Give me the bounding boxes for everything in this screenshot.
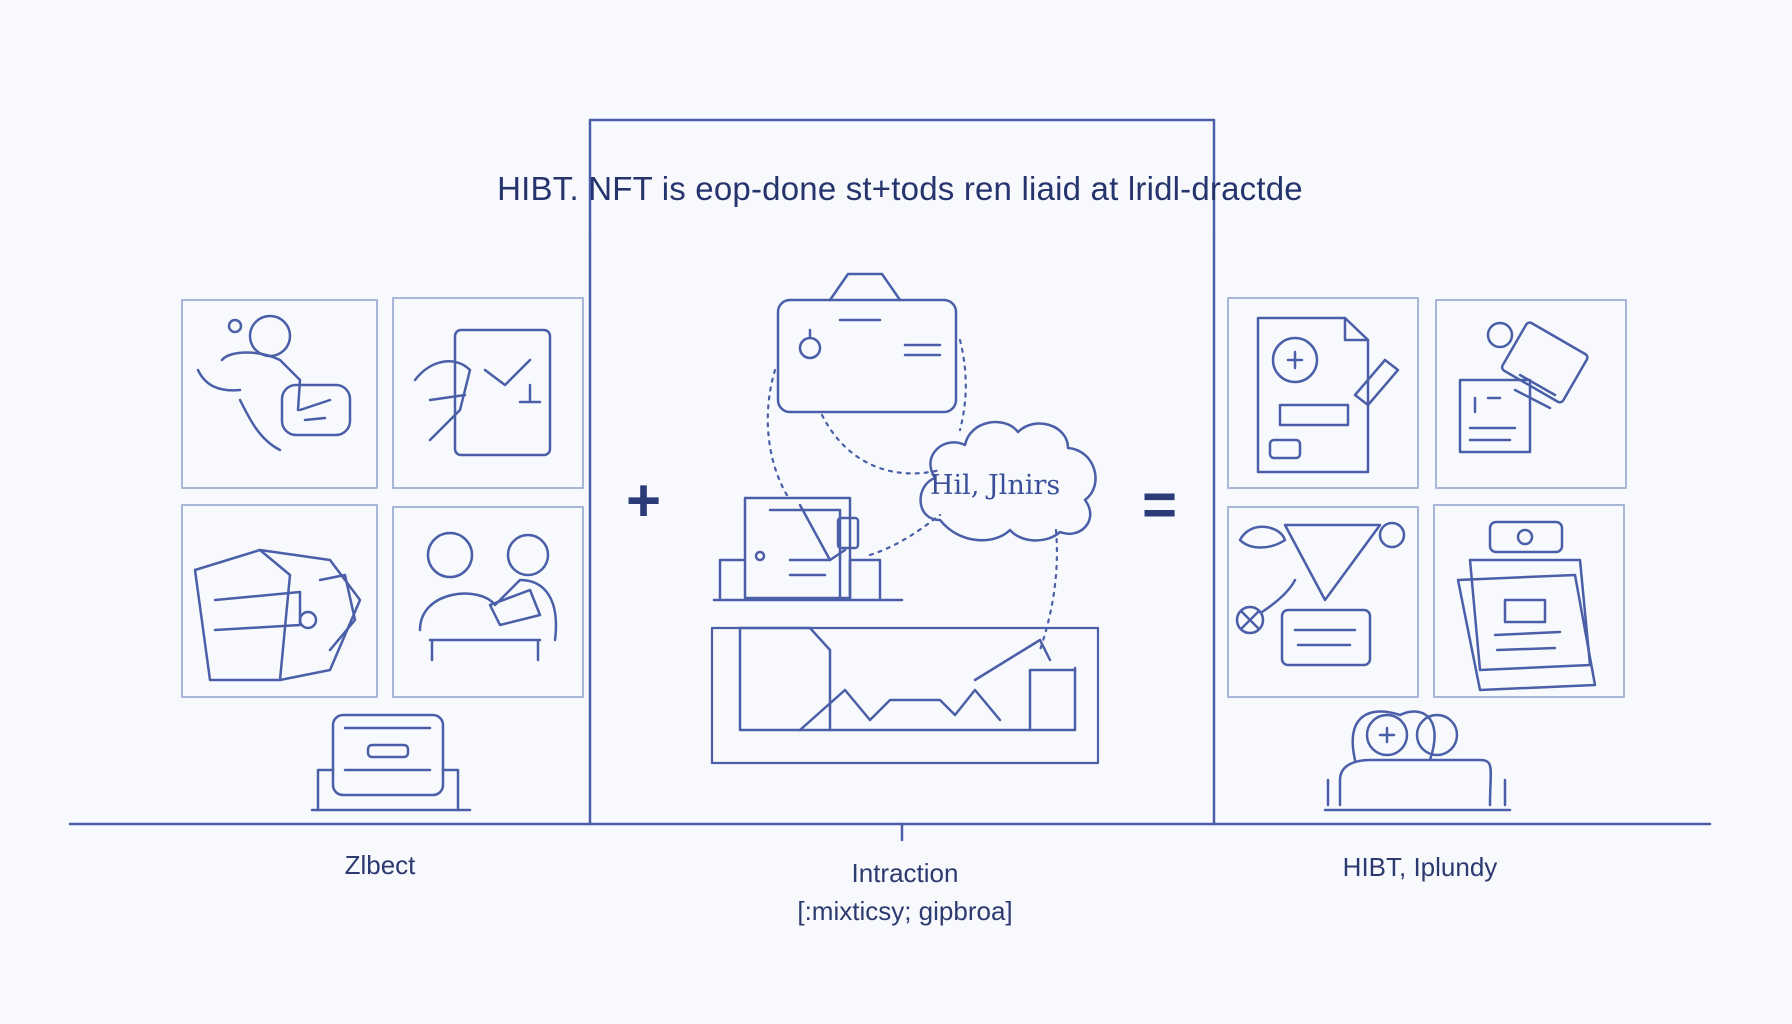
- id-cards-icon: [1458, 321, 1589, 454]
- cloud-icon: [919, 420, 1097, 542]
- right-panel-caption: HIBT, Iplundy: [1342, 852, 1498, 882]
- tablet-chart-icon: [413, 328, 552, 457]
- right-tile-grid: [1227, 297, 1627, 698]
- open-tray-icon: [710, 626, 1100, 765]
- folder-stack-icon: [193, 548, 362, 682]
- middle-panel-subcaption: [:mixticsy; gipbroa]: [797, 896, 1013, 926]
- left-base-device-icon: [310, 713, 472, 812]
- equals-operator: =: [1142, 471, 1178, 538]
- left-tile-grid: [181, 297, 584, 698]
- two-people-reading-icon: [418, 531, 558, 662]
- frame-lines: [68, 118, 1712, 842]
- left-panel-caption: Zlbect: [344, 850, 416, 880]
- envelope-network-icon: [1235, 521, 1406, 667]
- stacked-papers-icon: [1456, 520, 1597, 692]
- right-base-device-icon: [1323, 710, 1512, 812]
- documents-box-icon: [712, 496, 904, 602]
- briefcase-icon: [776, 272, 958, 414]
- middle-panel-caption: Intraction: [851, 858, 959, 888]
- person-with-device-icon: [196, 314, 352, 452]
- document-badge-icon: [1256, 316, 1400, 474]
- diagram-title: HIBT. NFT is eop-done st+tods ren liaid …: [497, 170, 1303, 207]
- cloud-label: Hil, Jlnirs: [930, 470, 1061, 501]
- plus-operator: +: [626, 467, 662, 534]
